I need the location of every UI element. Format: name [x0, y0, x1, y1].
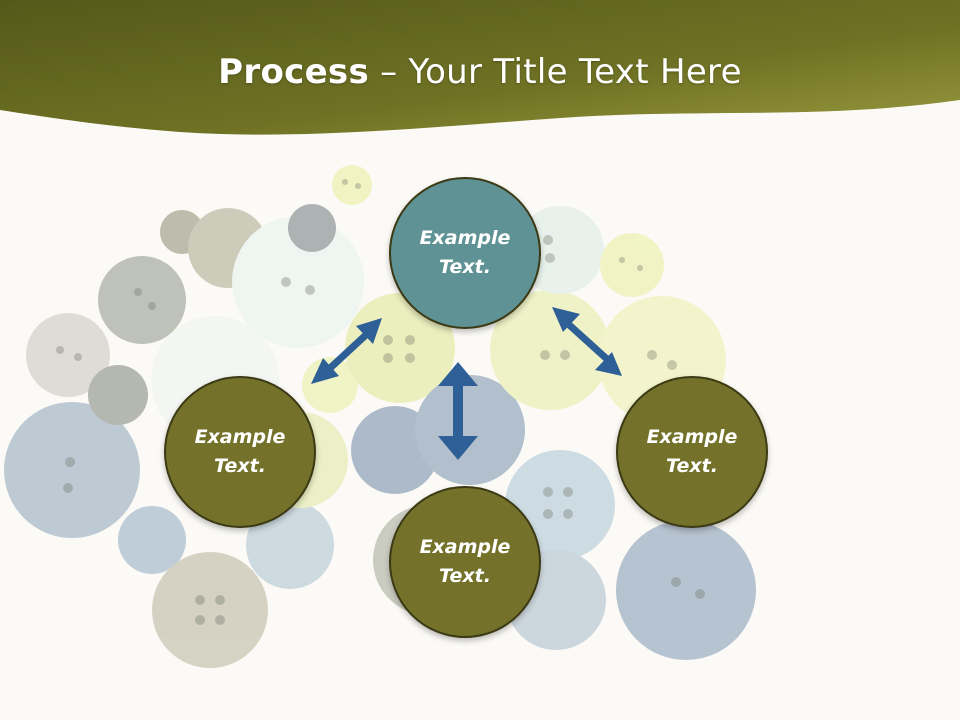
process-node-left: Example Text.: [164, 376, 316, 528]
title-rest: – Your Title Text Here: [369, 52, 742, 92]
header-band: [0, 0, 960, 135]
process-node-right: Example Text.: [616, 376, 768, 528]
process-node-bottom: Example Text.: [389, 486, 541, 638]
title-bold: Process: [218, 52, 370, 92]
process-node-top-label: Example Text.: [419, 227, 511, 278]
slide-title: Process – Your Title Text Here: [0, 52, 960, 92]
process-node-bottom-label: Example Text.: [419, 536, 511, 587]
process-node-right-label: Example Text.: [646, 426, 738, 477]
process-node-top: Example Text.: [389, 177, 541, 329]
process-node-left-label: Example Text.: [194, 426, 286, 477]
